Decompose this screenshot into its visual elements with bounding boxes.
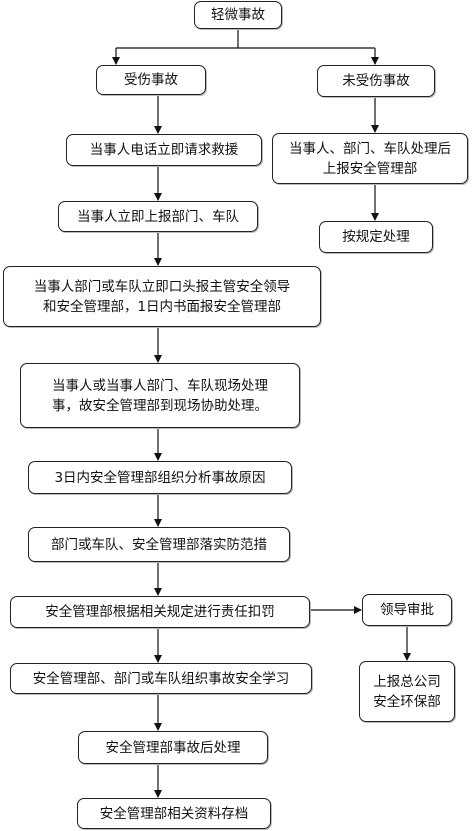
node-label-line2: 和安全管理部，1日内书面报安全管理部 — [42, 298, 282, 315]
node-label: 当事人立即上报部门、车队 — [77, 208, 239, 225]
node-label-line1: 当事人、部门、车队处理后 — [289, 140, 451, 157]
node-label-line1: 当事人或当事人部门、车队现场处理 — [52, 377, 268, 394]
node-handle-by-rules: 按规定处理 — [319, 221, 433, 253]
node-prevention: 部门或车队、安全管理部落实防范措 — [28, 527, 290, 562]
node-label: 轻微事故 — [211, 7, 265, 23]
node-label: 3日内安全管理部组织分析事故原因 — [54, 469, 266, 486]
node-safety-study: 安全管理部、部门或车队组织事故安全学习 — [10, 663, 312, 694]
node-label: 安全管理部根据相关规定进行责任扣罚 — [45, 604, 275, 620]
node-label-line2: 安全环保部 — [373, 693, 441, 710]
node-label: 部门或车队、安全管理部落实防范措 — [51, 536, 267, 553]
node-onsite-handling: 当事人或当事人部门、车队现场处理 事，故安全管理部到现场协助处理。 — [20, 363, 300, 428]
node-label: 受伤事故 — [124, 72, 178, 88]
node-injured-accident: 受伤事故 — [96, 65, 206, 95]
node-label-line1: 当事人部门或车队立即口头报主管安全领导 — [33, 278, 291, 295]
node-call-rescue: 当事人电话立即请求救援 — [66, 134, 262, 166]
node-report-dept: 当事人立即上报部门、车队 — [58, 201, 258, 232]
node-label: 安全管理部事故后处理 — [105, 739, 241, 756]
node-label: 安全管理部相关资料存档 — [99, 805, 249, 822]
node-label-line1: 上报总公司 — [373, 673, 441, 690]
node-label: 领导审批 — [380, 602, 434, 618]
node-label-line2: 事，故安全管理部到现场协助处理。 — [52, 397, 268, 414]
node-uninjured-accident: 未受伤事故 — [317, 65, 435, 97]
node-label: 按规定处理 — [342, 229, 410, 245]
node-label: 安全管理部、部门或车队组织事故安全学习 — [32, 670, 290, 687]
node-archive: 安全管理部相关资料存档 — [77, 798, 271, 829]
node-label-line2: 上报安全管理部 — [322, 160, 418, 177]
node-label: 未受伤事故 — [342, 73, 410, 89]
node-minor-accident: 轻微事故 — [194, 1, 282, 29]
node-leader-approval: 领导审批 — [362, 594, 452, 626]
node-oral-report: 当事人部门或车队立即口头报主管安全领导 和安全管理部，1日内书面报安全管理部 — [3, 266, 321, 327]
node-penalty: 安全管理部根据相关规定进行责任扣罚 — [10, 596, 310, 628]
node-aftermath: 安全管理部事故后处理 — [78, 731, 268, 764]
node-analyze-cause: 3日内安全管理部组织分析事故原因 — [28, 461, 292, 494]
node-label: 当事人电话立即请求救援 — [89, 142, 239, 158]
node-report-safety-dept: 当事人、部门、车队处理后 上报安全管理部 — [272, 133, 468, 184]
node-report-hq: 上报总公司 安全环保部 — [359, 661, 455, 722]
